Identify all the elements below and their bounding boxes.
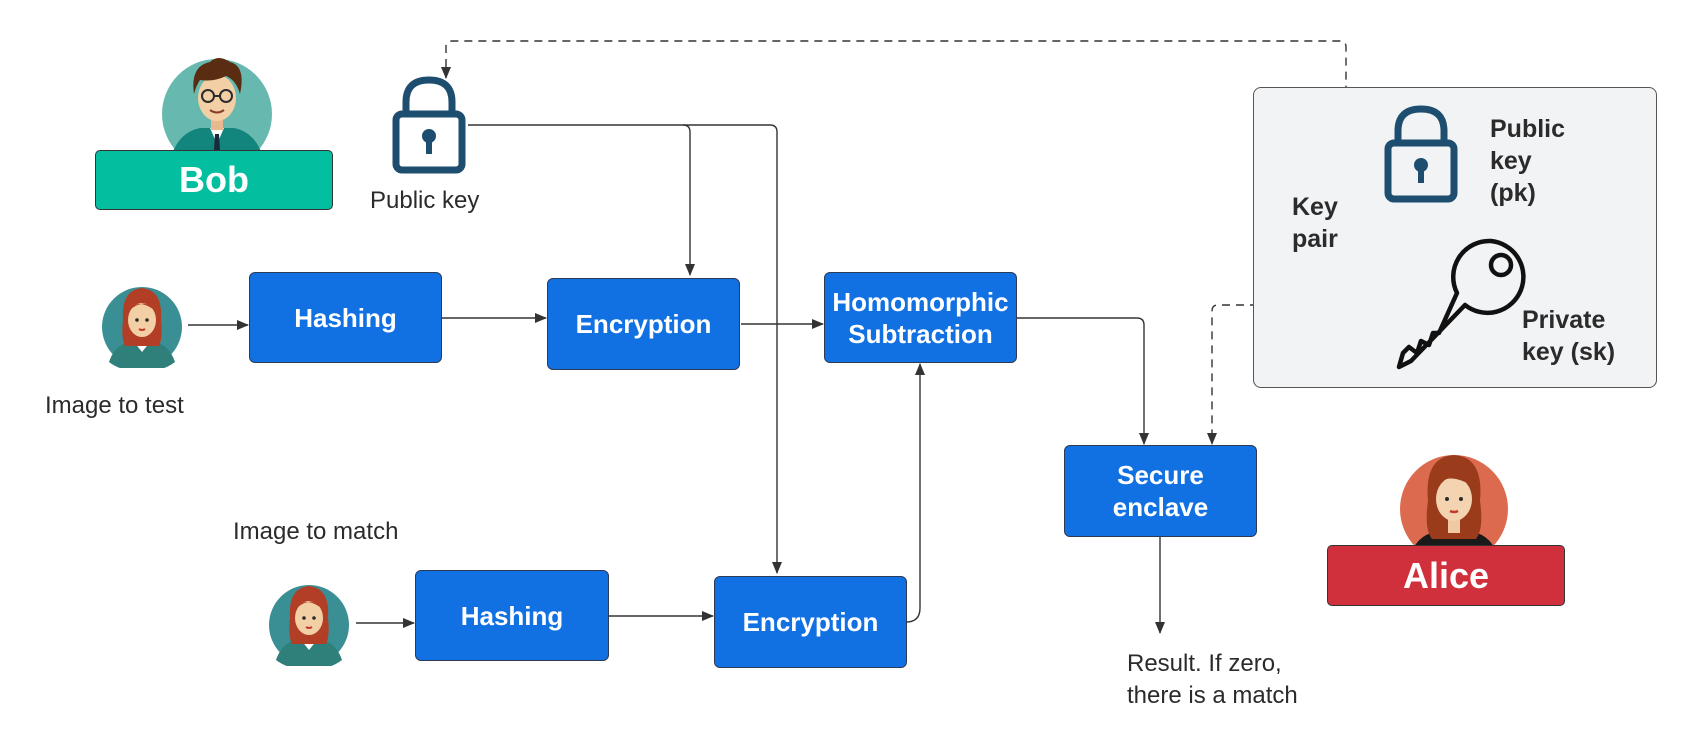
private-key-sk-line2: key (sk)	[1522, 338, 1616, 366]
hashing-bottom-label: Hashing	[460, 600, 564, 631]
image-to-match-label: Image to match	[233, 518, 399, 545]
homomorphic-label-line2: Subtraction	[848, 318, 993, 349]
public-key-pk-line2: key	[1490, 147, 1532, 175]
key-pair-panel	[1253, 87, 1657, 388]
key-pair-title-line1: Key	[1292, 193, 1338, 221]
image-to-test-label: Image to test	[45, 392, 184, 419]
padlock-icon	[1384, 105, 1458, 203]
public-key-pk-label: Public key (pk)	[1490, 113, 1565, 209]
alice-name-tag: Alice	[1327, 545, 1565, 606]
homomorphic-label-line1: Homomorphic	[832, 286, 1009, 317]
arrow-encryption-bottom-to-homomorphic	[905, 363, 925, 623]
enclave-label-line1: Secure	[1117, 460, 1204, 490]
public-key-label: Public key	[370, 187, 480, 214]
result-line1: Result. If zero,	[1127, 650, 1282, 677]
woman-avatar-icon	[269, 585, 349, 666]
padlock-icon	[392, 76, 466, 174]
man-avatar-icon	[162, 58, 272, 154]
woman-avatar-icon	[1400, 455, 1508, 551]
dashed-sk-to-enclave	[1207, 304, 1440, 445]
dashed-pk-distribution	[441, 40, 1385, 156]
private-key-sk-line1: Private	[1522, 306, 1606, 334]
encryption-bottom-label: Encryption	[742, 607, 879, 637]
secure-enclave-box: Secure enclave	[1064, 445, 1257, 537]
arrow-publickey-to-encryption-bottom	[683, 124, 782, 574]
key-icon	[1396, 238, 1526, 370]
hashing-box-top: Hashing	[249, 272, 442, 363]
arrow-homomorphic-to-enclave	[1017, 317, 1149, 445]
public-key-pk-line3: (pk)	[1490, 179, 1536, 207]
encryption-box-top: Encryption	[547, 278, 740, 370]
encryption-box-bottom: Encryption	[714, 576, 907, 668]
private-key-sk-label: Private key (sk)	[1522, 304, 1615, 368]
enclave-label-line2: enclave	[1112, 492, 1209, 522]
result-label: Result. If zero, there is a match	[1127, 648, 1298, 712]
arrow-publickey-to-encryption-top	[468, 124, 695, 276]
key-pair-title: Key pair	[1292, 191, 1338, 255]
hashing-top-label: Hashing	[294, 302, 397, 333]
hashing-box-bottom: Hashing	[415, 570, 609, 661]
encryption-top-label: Encryption	[575, 309, 712, 339]
result-line2: there is a match	[1127, 682, 1298, 709]
woman-avatar-icon	[102, 287, 182, 368]
bob-name-tag: Bob	[95, 150, 333, 210]
key-pair-title-line2: pair	[1292, 225, 1338, 253]
homomorphic-subtraction-box: Homomorphic Subtraction	[824, 272, 1017, 363]
public-key-pk-line1: Public	[1490, 115, 1566, 143]
